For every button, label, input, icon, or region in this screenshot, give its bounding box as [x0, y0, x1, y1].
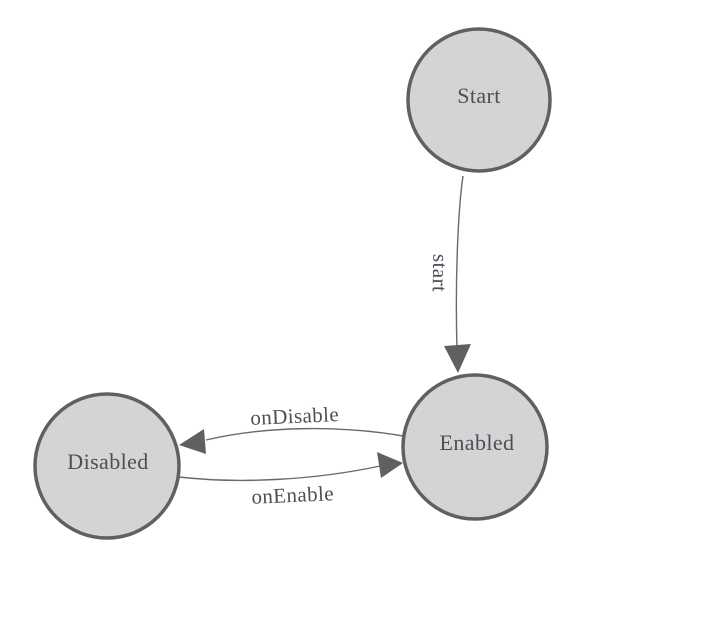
edge-enabled-to-disabled: onDisable [179, 402, 404, 454]
node-enabled-label: Enabled [440, 430, 515, 455]
edge-onenable-line [178, 465, 381, 482]
edge-onenable-arrowhead-icon [377, 452, 403, 478]
node-start-label: Start [457, 83, 501, 108]
node-start-circle[interactable] [406, 27, 552, 173]
edge-label-start: start [428, 254, 453, 293]
edge-label-onenable: onEnable [251, 481, 334, 509]
edge-start-to-enabled: start [428, 175, 471, 373]
node-enabled-circle[interactable] [401, 373, 549, 521]
node-disabled-circle[interactable] [33, 392, 181, 540]
edge-start-arrowhead-icon [444, 344, 471, 373]
node-disabled-label: Disabled [67, 449, 148, 474]
edge-start-line [455, 175, 464, 351]
edge-ondisable-arrowhead-icon [179, 429, 206, 454]
edge-ondisable-line [205, 427, 404, 441]
edge-disabled-to-enabled: onEnable [178, 452, 403, 509]
edge-label-ondisable: onDisable [250, 402, 340, 430]
node-disabled[interactable]: Disabled [33, 392, 181, 540]
node-start[interactable]: Start [406, 27, 552, 173]
node-enabled[interactable]: Enabled [401, 373, 549, 521]
